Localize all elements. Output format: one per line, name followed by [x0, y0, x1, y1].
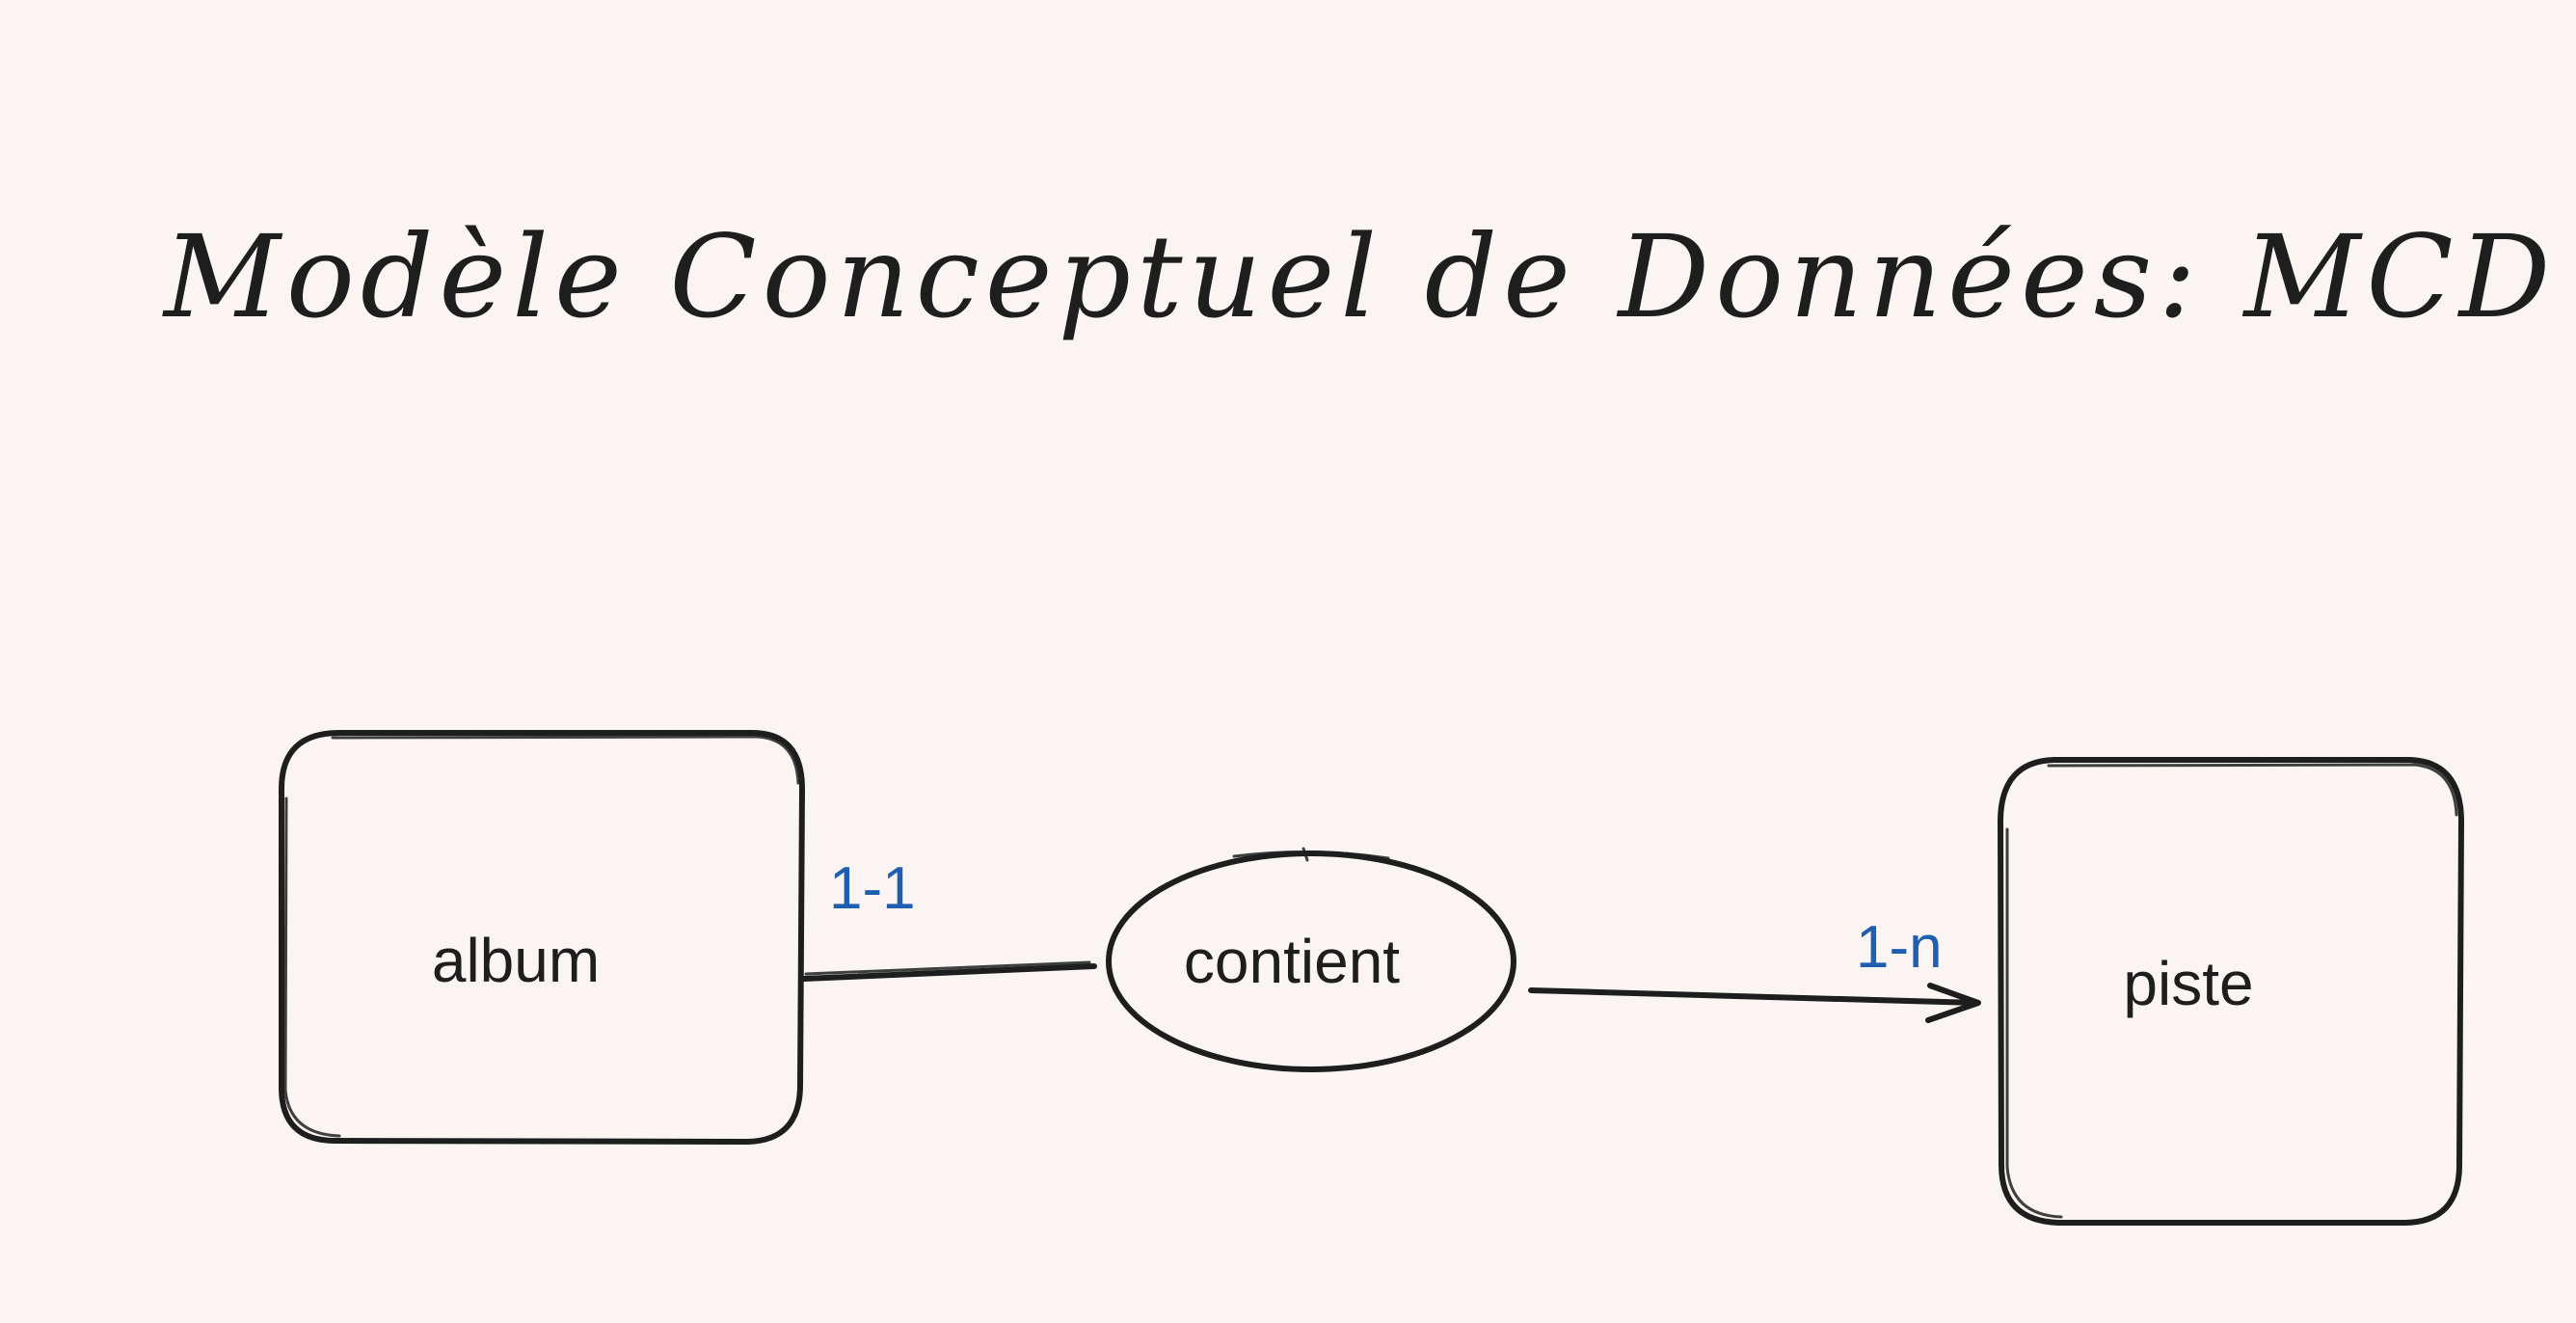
association-contient-label: contient [1184, 927, 1400, 996]
entity-album-box-sketch [283, 735, 800, 1138]
link-album-contient-sketch [804, 960, 1091, 976]
entity-album-label: album [432, 926, 600, 995]
diagram-title: Modèle Conceptuel de Données: MCD [162, 210, 2556, 343]
cardinality-album: 1-1 [829, 855, 916, 922]
arrowhead-icon [1925, 983, 1981, 1023]
entity-piste-label: piste [2123, 949, 2253, 1018]
association-contient[interactable]: contient [1106, 847, 1516, 1072]
entity-piste-box-sketch [2005, 763, 2458, 1219]
link-contient-piste-line [1528, 987, 1979, 1006]
link-album-contient[interactable] [801, 960, 1097, 982]
cardinality-piste: 1-n [1856, 914, 1943, 981]
entity-piste-box [1998, 757, 2464, 1226]
entity-album[interactable]: album [279, 730, 805, 1145]
entity-album-box [279, 730, 805, 1145]
link-contient-piste[interactable] [1528, 983, 1981, 1023]
entity-piste[interactable]: piste [1998, 757, 2464, 1226]
link-album-contient-line [801, 963, 1097, 982]
association-contient-sketch [1232, 847, 1390, 862]
